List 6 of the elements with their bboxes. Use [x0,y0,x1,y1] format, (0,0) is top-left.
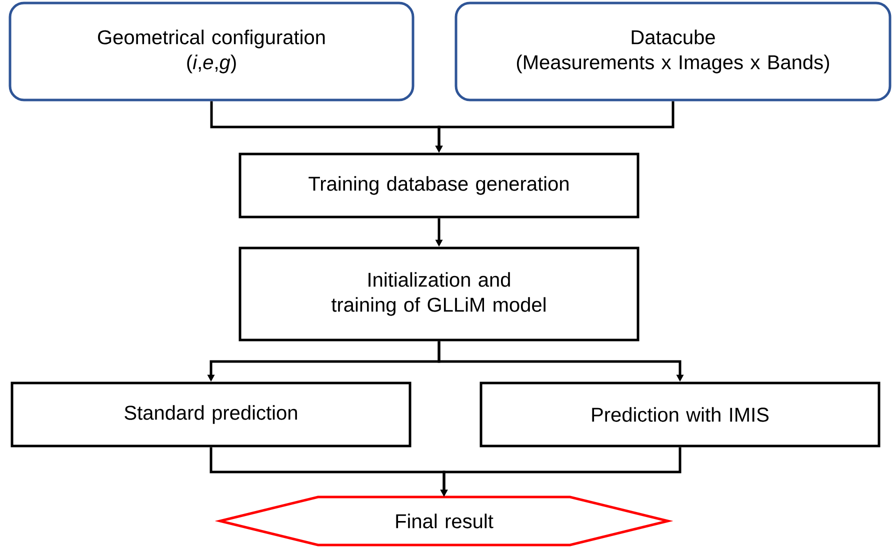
input-box: Datacube (Measurements x Images x Bands) [454,2,892,102]
input-box: Geometrical configuration (i,e,g) [8,2,414,102]
process-box: Standard prediction [10,382,412,448]
process-box: Prediction with IMIS [480,382,880,448]
process-box: Initialization and training of GLLiM model [238,246,640,342]
process-box: Training database generation [238,152,640,218]
